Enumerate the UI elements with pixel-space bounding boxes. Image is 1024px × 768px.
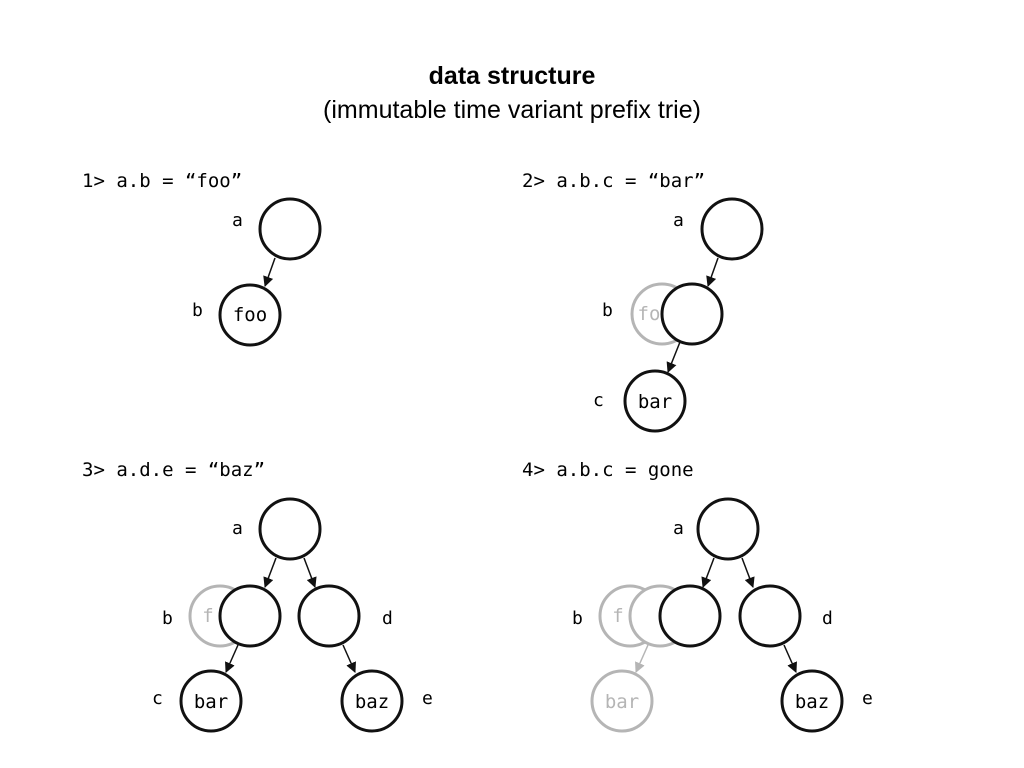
step-4-label-b: b	[572, 608, 583, 629]
step-4-node-d	[738, 584, 802, 648]
step-4-ghost-node-b-value: f	[612, 605, 623, 627]
step-4-node-e	[780, 669, 844, 733]
step-3-edge-d-e	[342, 644, 356, 673]
step-1-node-b	[218, 283, 282, 347]
step-3-heading: 3> a.d.e = “baz”	[82, 459, 265, 481]
step-2-edge-b-c	[666, 341, 681, 373]
step-2-node-c-value: bar	[638, 391, 672, 413]
step-4-edge-a-b	[701, 557, 715, 588]
step-3-label-d: d	[382, 608, 393, 629]
step-4-label-d: d	[822, 608, 833, 629]
step-1-heading: 1> a.b = “foo”	[82, 170, 242, 192]
step-1-label-a: a	[232, 210, 243, 231]
page-subtitle: (immutable time variant prefix trie)	[323, 96, 701, 124]
step-3-node-d	[297, 584, 361, 648]
step-3-ghost-node-b-value: f	[202, 605, 213, 627]
step-2-ghost-node-b-value: fo	[638, 303, 661, 325]
step-2-heading: 2> a.b.c = “bar”	[522, 170, 705, 192]
step-3-node-a	[258, 497, 322, 561]
step-3-node-e-value: baz	[355, 691, 389, 713]
step-3-node-c-value: bar	[194, 691, 228, 713]
step-2-node-c	[623, 369, 687, 433]
step-3: 3> a.d.e = “baz” a f b d c bar baz e	[82, 459, 433, 733]
step-1-node-b-value: foo	[233, 304, 267, 326]
step-3-label-b: b	[162, 608, 173, 629]
step-3-label-e: e	[422, 688, 433, 709]
step-1: 1> a.b = “foo” a b foo	[82, 170, 322, 347]
step-4-ghost-edge-b-c	[635, 644, 649, 673]
step-2-label-c: c	[593, 390, 604, 411]
step-3-edge-a-b	[263, 557, 277, 588]
step-3-label-c: c	[152, 688, 163, 709]
step-4-label-e: e	[862, 688, 873, 709]
step-3-node-c	[179, 669, 243, 733]
step-1-edge-a-b	[263, 257, 276, 287]
step-4-ghost-node-c	[590, 669, 654, 733]
step-4-heading: 4> a.b.c = gone	[522, 459, 694, 481]
step-4-label-a: a	[673, 518, 684, 539]
step-3-node-b	[218, 584, 282, 648]
step-2-label-a: a	[673, 210, 684, 231]
step-2-node-a	[700, 197, 764, 261]
step-2-label-b: b	[602, 300, 613, 321]
step-1-node-a	[258, 197, 322, 261]
step-4-node-a	[696, 497, 760, 561]
step-1-label-b: b	[192, 300, 203, 321]
step-4-node-e-value: baz	[795, 691, 829, 713]
step-3-edge-b-c	[225, 644, 239, 673]
step-4-ghost-node-c-value: bar	[605, 691, 639, 713]
page-title: data structure	[428, 62, 596, 90]
step-2: 2> a.b.c = “bar” a fo b c bar	[522, 170, 764, 433]
step-3-node-e	[340, 669, 404, 733]
step-3-edge-a-d	[303, 557, 317, 588]
step-4-node-b	[658, 584, 722, 648]
step-2-edge-a-b	[706, 257, 719, 287]
step-2-node-b	[660, 282, 724, 346]
step-4-edge-d-e	[783, 644, 797, 673]
step-4-edge-a-d	[741, 557, 755, 588]
step-4: 4> a.b.c = gone a f b d bar baz e	[522, 459, 873, 733]
step-3-label-a: a	[232, 518, 243, 539]
